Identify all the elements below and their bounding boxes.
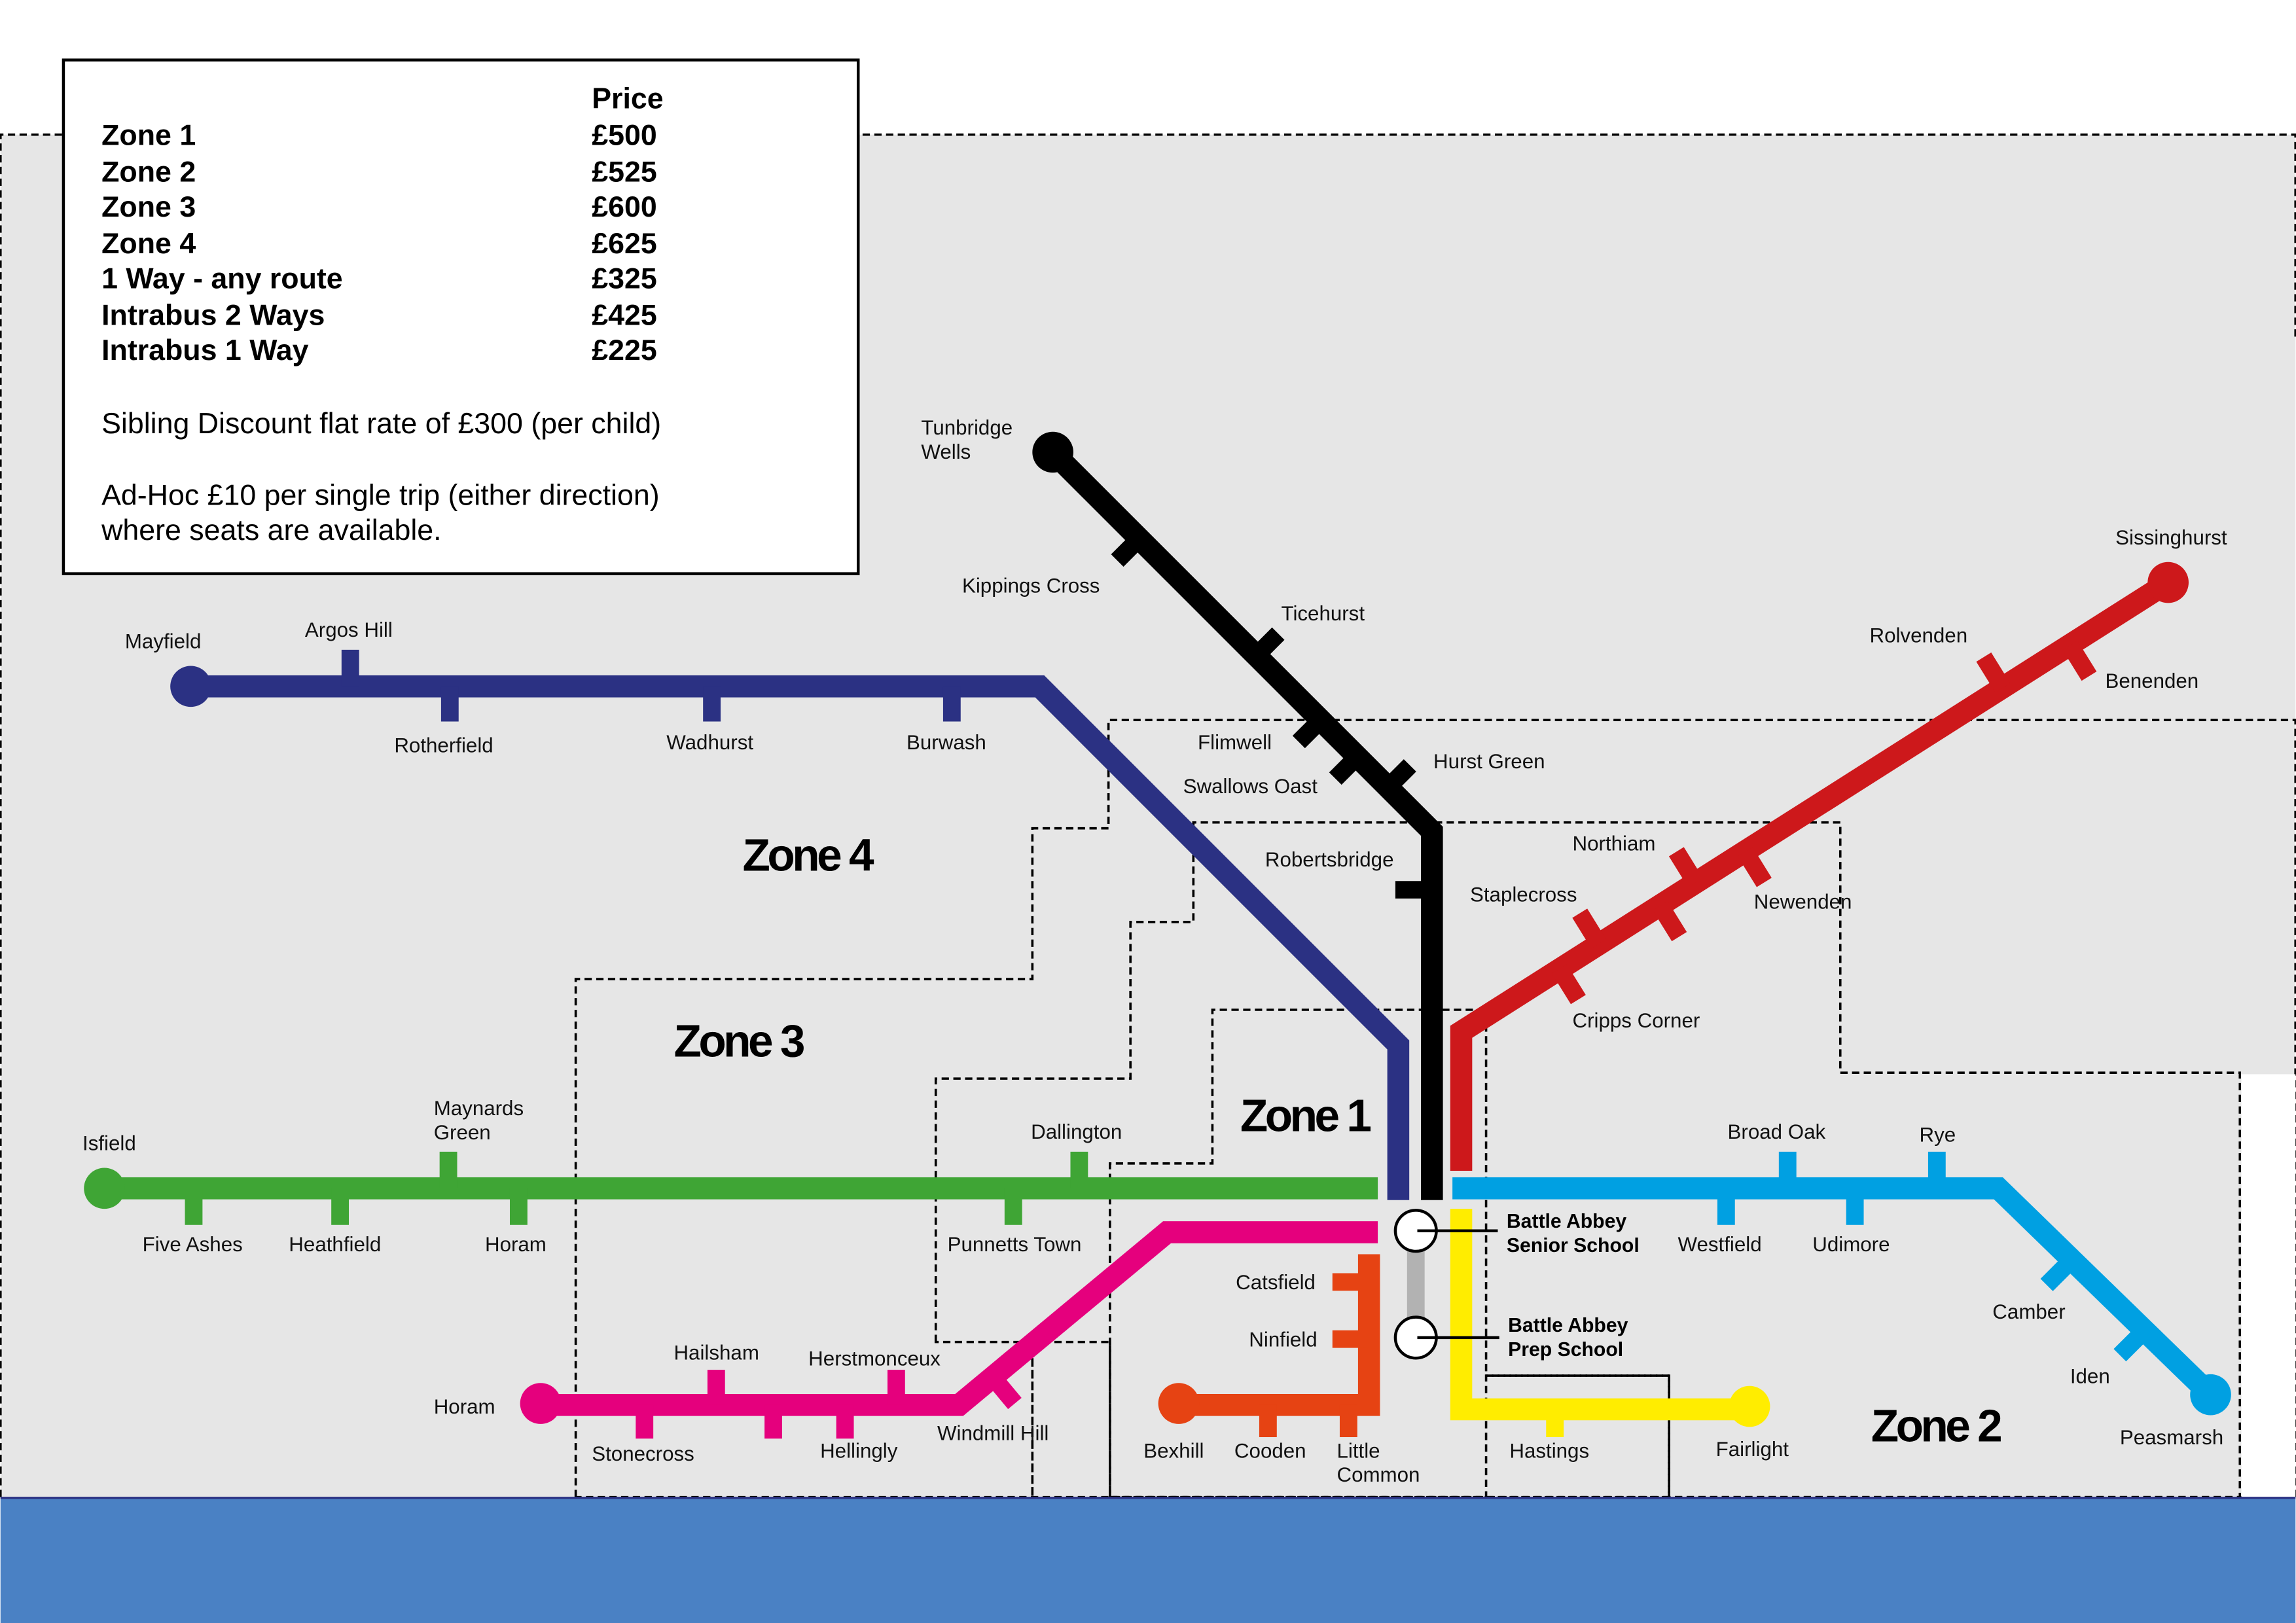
- price-row-label: Zone 3: [101, 191, 196, 223]
- station-label: Northiam: [1573, 832, 1656, 855]
- station-label: Hailsham: [673, 1341, 759, 1364]
- station-label: Camber: [1992, 1300, 2065, 1323]
- terminus-peasmarsh: [2190, 1374, 2231, 1416]
- route-yellow: [1450, 1209, 1770, 1437]
- station-label: Hastings: [1509, 1439, 1589, 1462]
- station-label: Udimore: [1812, 1233, 1890, 1256]
- station-label: Heathfield: [289, 1233, 381, 1256]
- price-row-value: £325: [592, 263, 656, 295]
- zone-4-label: Zone 4: [743, 830, 874, 881]
- station-label: Kippings Cross: [962, 575, 1100, 597]
- route-navy: [170, 649, 1410, 1200]
- stations-magenta: Horam Hailsham Herstmonceux Stonecross H…: [434, 1341, 1049, 1465]
- stations-yellow: Hastings Fairlight: [1509, 1438, 1789, 1462]
- zone-3-label: Zone 3: [673, 1016, 804, 1067]
- station-label: Broad Oak: [1728, 1120, 1826, 1143]
- station-label: Catsfield: [1236, 1271, 1316, 1294]
- price-header: Price: [592, 82, 663, 115]
- station-label: Argos Hill: [305, 618, 393, 641]
- price-row-value: £500: [592, 119, 656, 151]
- station-label: Five Ashes: [143, 1233, 243, 1256]
- route-black: [1032, 431, 1443, 1200]
- station-label: Fairlight: [1716, 1438, 1789, 1461]
- price-row-value: £525: [592, 156, 656, 188]
- station-label: Flimwell: [1198, 731, 1272, 754]
- station-label: Burwash: [906, 731, 986, 754]
- station-label: Westfield: [1678, 1233, 1762, 1256]
- station-label: Ninfield: [1249, 1328, 1317, 1351]
- price-row-label: 1 Way - any route: [101, 263, 343, 295]
- right-margin: [2241, 1074, 2296, 1497]
- zone-2-label: Zone 2: [1871, 1400, 2001, 1452]
- terminus-horam: [520, 1383, 562, 1424]
- price-row-label: Intrabus 2 Ways: [101, 299, 325, 331]
- adhoc-note-line-1: Ad-Hoc £10 per single trip (either direc…: [101, 480, 660, 512]
- station-label: Newenden: [1754, 891, 1852, 914]
- sibling-discount-note: Sibling Discount flat rate of £300 (per …: [101, 408, 661, 440]
- station-label: Mayfield: [125, 630, 202, 653]
- stations-navy: Mayfield Argos Hill Rotherfield Wadhurst…: [125, 618, 986, 757]
- price-table: Price Zone 1 £500 Zone 2 £525 Zone 3 £60…: [62, 58, 860, 575]
- station-label: Bexhill: [1143, 1439, 1204, 1462]
- price-row-value: £600: [592, 191, 656, 223]
- zone-1-label: Zone 1: [1240, 1090, 1371, 1141]
- zone-1-area: [1109, 1008, 1670, 1499]
- adhoc-note-line-2: where seats are available.: [101, 514, 442, 546]
- station-label: Staplecross: [1470, 883, 1577, 906]
- price-row-label: Zone 2: [101, 156, 196, 188]
- terminus-mayfield: [170, 666, 211, 707]
- route-magenta: [520, 1221, 1378, 1439]
- route-red: [1450, 562, 2189, 1171]
- route-blue: [1452, 1151, 2231, 1416]
- route-orange: [1158, 1254, 1380, 1437]
- price-row-label: Zone 4: [101, 228, 196, 260]
- price-row-value: £625: [592, 228, 656, 260]
- station-label: Stonecross: [592, 1442, 694, 1465]
- station-label: Sissinghurst: [2115, 526, 2227, 549]
- station-label: Peasmarsh: [2120, 1426, 2223, 1449]
- station-label: Benenden: [2106, 669, 2199, 692]
- station-label: Swallows Oast: [1183, 775, 1318, 798]
- station-label: Cripps Corner: [1573, 1009, 1700, 1032]
- stations-orange: Catsfield Ninfield Bexhill Cooden Little…: [1143, 1271, 1420, 1486]
- station-label: Dallington: [1031, 1120, 1122, 1143]
- station-label: Ticehurst: [1281, 602, 1365, 625]
- terminus-isfield: [84, 1168, 125, 1209]
- terminus-bexhill: [1158, 1383, 1200, 1424]
- price-row-value: £225: [592, 334, 656, 366]
- station-label: Wadhurst: [666, 731, 753, 754]
- stations-red: Sissinghurst Rolvenden Benenden Northiam…: [1470, 526, 2227, 1032]
- price-row-label: Intrabus 1 Way: [101, 334, 309, 366]
- station-label: Windmill Hill: [937, 1421, 1049, 1444]
- terminus-sissinghurst: [2147, 562, 2189, 603]
- station-label: Robertsbridge: [1265, 848, 1394, 871]
- price-row-value: £425: [592, 299, 656, 331]
- station-label: Isfield: [82, 1132, 136, 1155]
- stations-blue: Broad Oak Rye Westfield Udimore Camber I…: [1678, 1120, 2224, 1449]
- station-label: Hurst Green: [1433, 750, 1545, 773]
- terminus-tunbridge-wells: [1032, 431, 1073, 473]
- terminus-fairlight: [1729, 1385, 1770, 1427]
- station-label: Cooden: [1234, 1439, 1306, 1462]
- station-label: Rye: [1920, 1123, 1956, 1146]
- station-label: Rolvenden: [1869, 624, 1967, 647]
- station-label: Herstmonceux: [808, 1347, 941, 1370]
- price-row-label: Zone 1: [101, 119, 196, 151]
- sea-band: [0, 1497, 2296, 1623]
- station-label: Punnetts Town: [948, 1233, 1082, 1256]
- station-label: Hellingly: [820, 1439, 898, 1462]
- station-label: Iden: [2070, 1364, 2110, 1387]
- station-label: Horam: [485, 1233, 547, 1256]
- station-label: Rotherfield: [394, 734, 493, 757]
- station-label: Horam: [434, 1395, 495, 1418]
- route-green: [84, 1151, 1378, 1225]
